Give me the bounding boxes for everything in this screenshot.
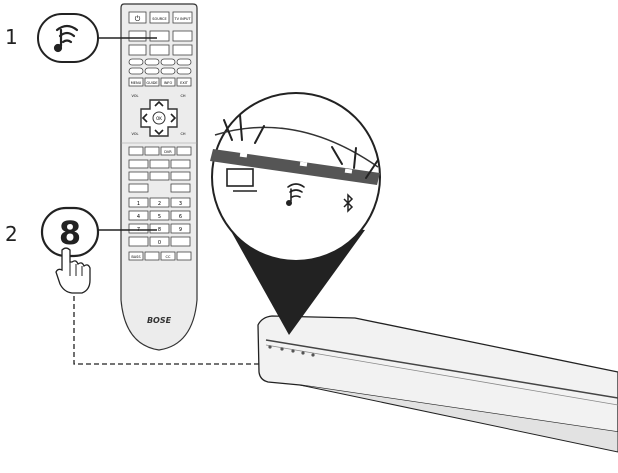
guide-button-label: GUIDE bbox=[146, 81, 157, 85]
tv-input-button-label: TV INPUT bbox=[173, 17, 191, 21]
step-2-number: 2 bbox=[5, 222, 18, 246]
keypad-button bbox=[170, 236, 191, 247]
keypad-button bbox=[170, 210, 191, 221]
cc-button-label: CC bbox=[166, 255, 171, 259]
remote-brand-logo: BOSE bbox=[147, 316, 172, 325]
keypad-button bbox=[170, 223, 191, 234]
ok-button-label: OK bbox=[156, 116, 162, 121]
keypad-button bbox=[170, 197, 191, 208]
power-button-label: ⏻ bbox=[135, 15, 141, 23]
magnifier bbox=[210, 92, 381, 335]
dvr-button-label: DVR bbox=[164, 150, 172, 154]
keypad-button-label: 3 bbox=[179, 201, 182, 207]
keypad-button bbox=[128, 236, 149, 247]
light-bar bbox=[210, 149, 380, 185]
button-8-callout-label: 8 bbox=[59, 214, 81, 252]
bass-button-label: BASS bbox=[131, 255, 141, 259]
keypad-button bbox=[149, 223, 170, 234]
keypad-button bbox=[149, 197, 170, 208]
keypad-button-label: 0 bbox=[158, 240, 161, 246]
wifi-speaker-icon bbox=[53, 24, 79, 53]
vol-label-bottom: VOL bbox=[131, 132, 138, 136]
keypad-button-label: 8 bbox=[158, 227, 161, 233]
ch-label-bottom: CH bbox=[180, 132, 185, 136]
keypad-button-label: 2 bbox=[158, 201, 161, 207]
keypad-button-label: 9 bbox=[179, 227, 182, 233]
source-button-label: SOURCE bbox=[152, 17, 166, 21]
keypad-button-label: 6 bbox=[179, 214, 182, 220]
keypad-button bbox=[128, 223, 149, 234]
remote-bottom-row: BASS CC bbox=[128, 251, 192, 261]
light-glow-ticks bbox=[223, 114, 379, 179]
ch-label-top: CH bbox=[180, 94, 185, 98]
remote-keypad: 1234567890 bbox=[128, 197, 191, 247]
remote-control: ⏻ SOURCE TV INPUT MENU bbox=[120, 3, 198, 351]
remote-pill-rows bbox=[128, 58, 192, 75]
step-1-number: 1 bbox=[5, 25, 18, 49]
wifi-speaker-icon bbox=[285, 183, 305, 207]
exit-button-label: EXIT bbox=[180, 81, 189, 85]
keypad-button-label: 4 bbox=[137, 214, 140, 220]
info-button-label: INFO bbox=[164, 81, 173, 85]
keypad-button-label: 1 bbox=[137, 201, 140, 207]
menu-button-label: MENU bbox=[131, 81, 142, 85]
step-1-callout bbox=[37, 13, 157, 63]
step-2-callout: 8 bbox=[40, 206, 297, 365]
keypad-button bbox=[128, 210, 149, 221]
remote-dpad: OK VOL CH VOL CH bbox=[131, 94, 186, 137]
bluetooth-icon bbox=[343, 193, 354, 213]
keypad-button bbox=[128, 197, 149, 208]
keypad-button bbox=[149, 236, 170, 247]
soundbar bbox=[257, 315, 618, 453]
vol-label-top: VOL bbox=[131, 94, 138, 98]
keypad-button-label: 5 bbox=[158, 214, 161, 220]
keypad-button bbox=[149, 210, 170, 221]
remote-transport-buttons bbox=[128, 146, 192, 193]
soundbar-button-dots bbox=[268, 345, 315, 357]
remote-top-buttons: ⏻ SOURCE TV INPUT bbox=[128, 11, 193, 24]
tv-icon bbox=[226, 168, 257, 192]
pointing-hand-icon bbox=[55, 247, 91, 294]
remote-menu-row: MENU GUIDE INFO EXIT bbox=[128, 77, 192, 87]
